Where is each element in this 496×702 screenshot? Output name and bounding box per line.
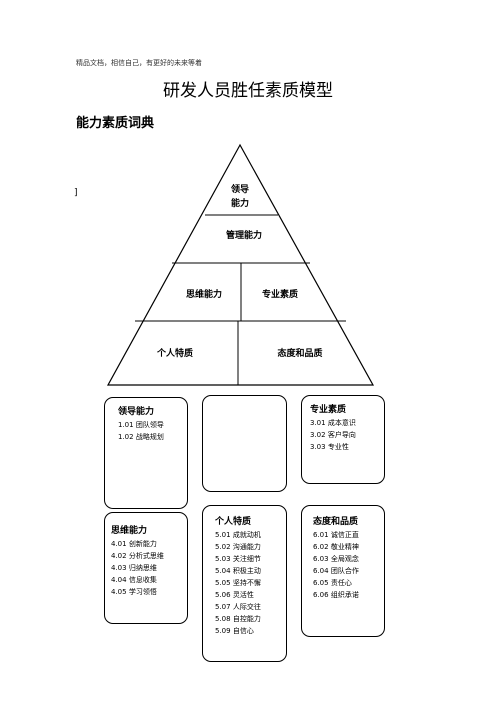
list-item: 3.03 专业性 <box>310 441 376 453</box>
list-item: 5.09 自信心 <box>215 625 278 637</box>
item-text: 归纳思维 <box>128 564 157 572</box>
list-item: 1.02 战略规划 <box>118 431 179 443</box>
list-item: 6.04 团队合作 <box>313 565 376 577</box>
item-number: 5.08 <box>215 615 231 623</box>
pyramid-apex-line1: 领导 <box>230 185 249 195</box>
item-number: 6.04 <box>313 567 329 575</box>
list-item: 4.05 学习领悟 <box>111 586 181 598</box>
item-text: 成就动机 <box>232 531 261 539</box>
item-text: 成本意识 <box>327 419 356 427</box>
list-item: 4.04 信息收集 <box>111 574 181 586</box>
list-item: 5.07 人际交往 <box>215 601 278 613</box>
header-note: 精品文档，相信自己，有更好的未来等着 <box>76 59 202 67</box>
list-item: 6.01 诚信正直 <box>313 529 376 541</box>
item-number: 4.02 <box>111 552 127 560</box>
item-number: 5.04 <box>215 567 231 575</box>
item-number: 5.02 <box>215 543 231 551</box>
item-text: 灵活性 <box>232 591 254 599</box>
item-number: 5.05 <box>215 579 231 587</box>
card-attitude: 态度和品质 6.01 诚信正直 6.02 敬业精神 6.03 全局观念 6.04… <box>301 505 385 637</box>
item-number: 5.01 <box>215 531 231 539</box>
card-title: 领导能力 <box>118 407 155 417</box>
item-number: 3.03 <box>310 443 326 451</box>
list-item: 3.02 客户导向 <box>310 429 376 441</box>
list-item: 4.02 分析式思维 <box>111 550 181 562</box>
pyramid-outline <box>106 143 375 386</box>
list-item: 5.02 沟通能力 <box>215 541 278 553</box>
item-number: 5.06 <box>215 591 231 599</box>
item-text: 敬业精神 <box>330 543 359 551</box>
list-item: 4.01 创新能力 <box>111 538 181 550</box>
item-text: 自信心 <box>232 627 254 635</box>
item-text: 责任心 <box>330 579 352 587</box>
list-item: 5.05 坚持不懈 <box>215 577 278 589</box>
item-text: 分析式思维 <box>128 552 164 560</box>
item-text: 团队领导 <box>135 421 164 429</box>
page-title: 研发人员胜任素质模型 <box>163 81 333 101</box>
item-text: 沟通能力 <box>232 543 261 551</box>
card-title: 专业素质 <box>310 405 347 415</box>
list-item: 5.04 积极主动 <box>215 565 278 577</box>
item-text: 组织承诺 <box>330 591 359 599</box>
item-text: 创新能力 <box>128 540 157 548</box>
item-text: 积极主动 <box>232 567 261 575</box>
pyramid-level4-left-label: 个人特质 <box>156 349 193 359</box>
item-number: 3.01 <box>310 419 326 427</box>
item-number: 3.02 <box>310 431 326 439</box>
card-management-blank <box>202 395 287 492</box>
item-text: 战略规划 <box>135 433 164 441</box>
list-item: 5.08 自控能力 <box>215 613 278 625</box>
card-personal: 个人特质 5.01 成就动机 5.02 沟通能力 5.03 关注细节 5.04 … <box>202 505 287 662</box>
item-number: 1.02 <box>118 433 134 441</box>
list-item: 1.01 团队领导 <box>118 419 179 431</box>
item-text: 坚持不懈 <box>232 579 261 587</box>
item-number: 6.06 <box>313 591 329 599</box>
item-text: 信息收集 <box>128 576 157 584</box>
pyramid-level3-right-label: 专业素质 <box>261 290 298 300</box>
pyramid-level4-right-label: 态度和品质 <box>277 349 323 359</box>
item-text: 团队合作 <box>330 567 359 575</box>
item-text: 诚信正直 <box>330 531 359 539</box>
card-thinking: 思维能力 4.01 创新能力 4.02 分析式思维 4.03 归纳思维 4.04… <box>104 512 188 624</box>
list-item: 6.02 敬业精神 <box>313 541 376 553</box>
card-title: 思维能力 <box>111 526 148 536</box>
pyramid-level3-left-label: 思维能力 <box>185 290 222 300</box>
card-title: 个人特质 <box>215 517 252 527</box>
card-professional: 专业素质 3.01 成本意识 3.02 客户导向 3.03 专业性 <box>301 395 385 484</box>
item-number: 6.03 <box>313 555 329 563</box>
list-item: 4.03 归纳思维 <box>111 562 181 574</box>
item-text: 自控能力 <box>232 615 261 623</box>
item-number: 5.03 <box>215 555 231 563</box>
item-number: 6.05 <box>313 579 329 587</box>
list-item: 6.06 组织承诺 <box>313 589 376 601</box>
list-item: 3.01 成本意识 <box>310 417 376 429</box>
item-text: 学习领悟 <box>128 588 157 596</box>
list-item: 5.03 关注细节 <box>215 553 278 565</box>
item-number: 6.01 <box>313 531 329 539</box>
item-number: 5.09 <box>215 627 231 635</box>
item-number: 4.05 <box>111 588 127 596</box>
item-number: 5.07 <box>215 603 231 611</box>
item-text: 全局观念 <box>330 555 359 563</box>
item-text: 专业性 <box>327 443 349 451</box>
pyramid-apex-line2: 能力 <box>230 199 249 209</box>
list-item: 5.01 成就动机 <box>215 529 278 541</box>
item-number: 6.02 <box>313 543 329 551</box>
list-item: 6.03 全局观念 <box>313 553 376 565</box>
card-leadership: 领导能力 1.01 团队领导 1.02 战略规划 <box>104 397 188 509</box>
card-title: 态度和品质 <box>313 517 359 527</box>
list-item: 5.06 灵活性 <box>215 589 278 601</box>
item-text: 人际交往 <box>232 603 261 611</box>
item-number: 4.01 <box>111 540 127 548</box>
item-text: 客户导向 <box>327 431 356 439</box>
stray-bracket: ] <box>74 188 78 198</box>
item-text: 关注细节 <box>232 555 261 563</box>
pyramid-level2-label: 管理能力 <box>225 231 262 241</box>
item-number: 1.01 <box>118 421 134 429</box>
item-number: 4.03 <box>111 564 127 572</box>
section-subtitle: 能力素质词典 <box>76 116 155 131</box>
list-item: 6.05 责任心 <box>313 577 376 589</box>
item-number: 4.04 <box>111 576 127 584</box>
